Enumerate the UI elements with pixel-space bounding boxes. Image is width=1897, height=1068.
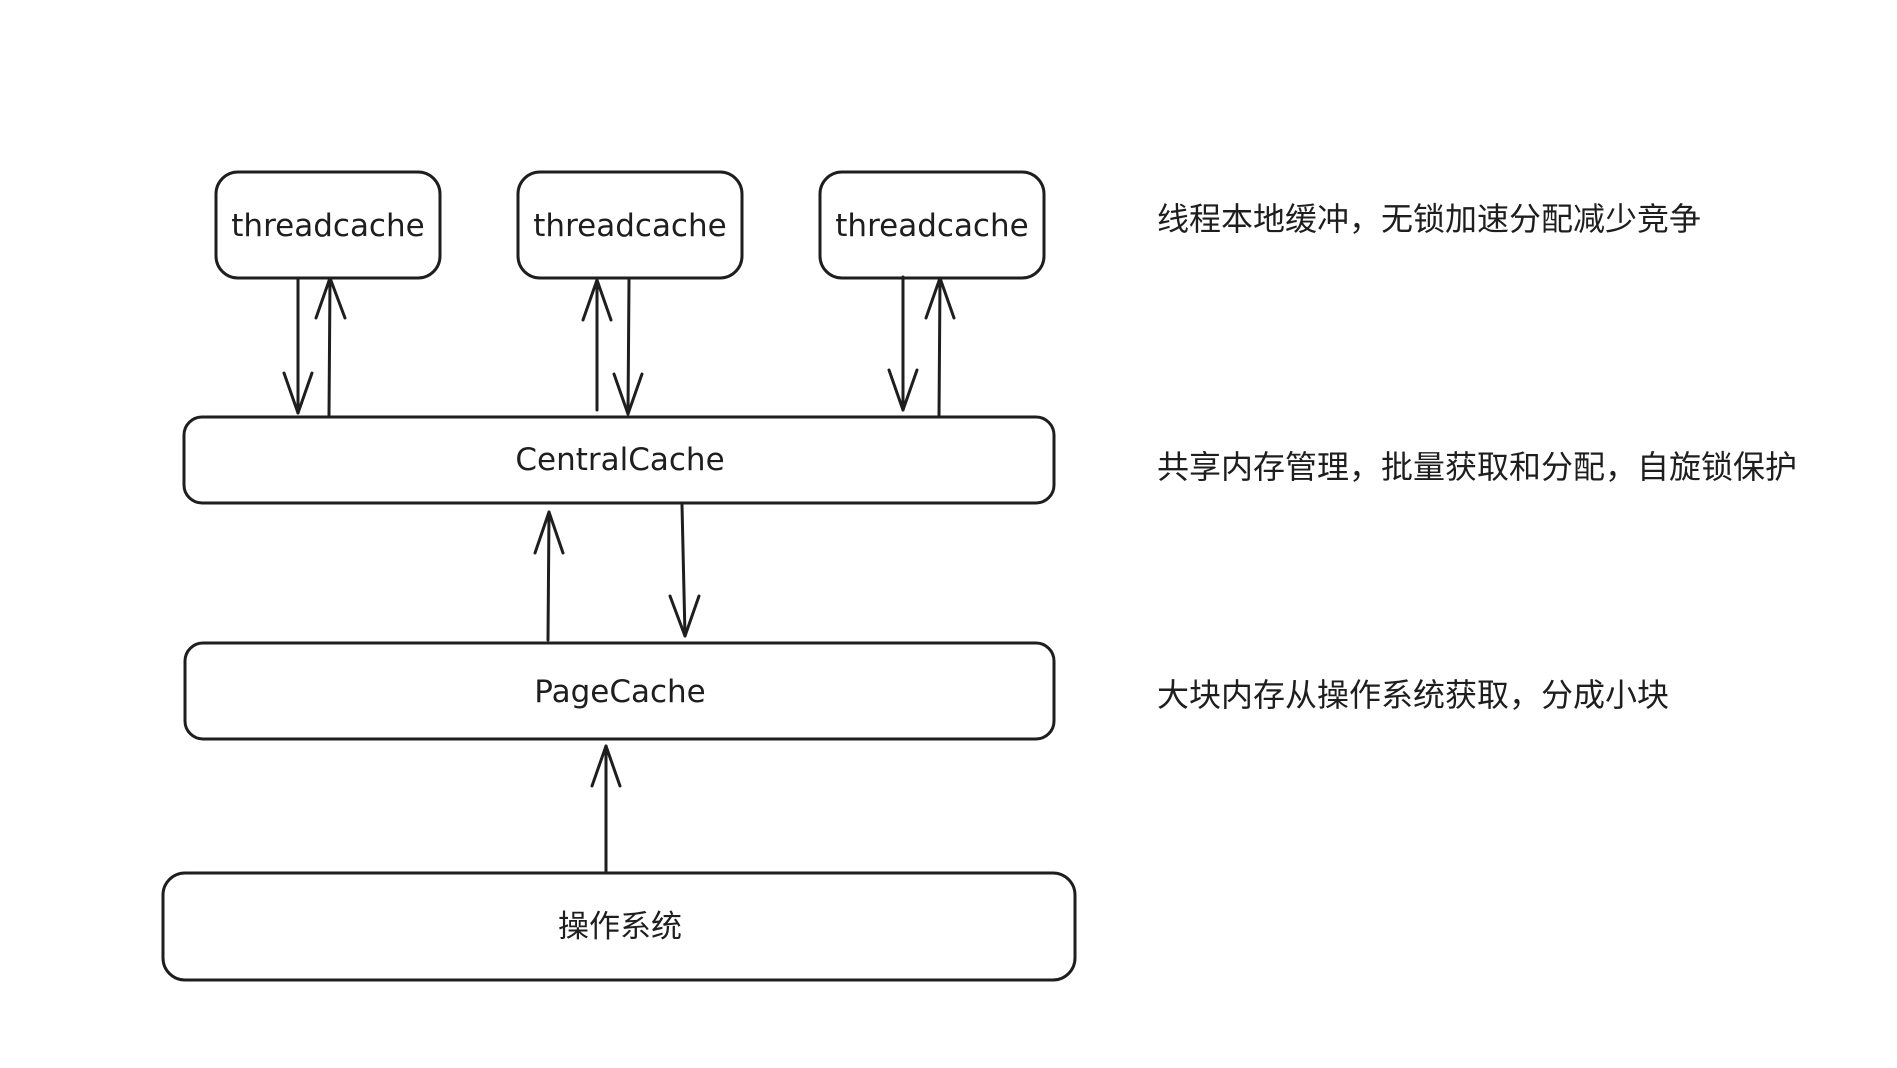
node-central-cache-box	[182, 415, 1056, 505]
node-central-cache: CentralCache	[182, 415, 1056, 505]
node-os: 操作系统	[161, 871, 1077, 982]
edge-page-to-central	[533, 510, 565, 642]
node-threadcache-3-label: threadcache	[835, 208, 1028, 244]
node-threadcache-2-label: threadcache	[533, 208, 726, 244]
node-threadcache-2: threadcache	[516, 170, 744, 280]
edge-threadcache-1-to-central	[282, 278, 314, 415]
node-threadcache-2-box	[516, 170, 744, 280]
node-central-cache-label: CentralCache	[515, 442, 724, 478]
edge-threadcache-2-to-central	[612, 278, 644, 416]
node-threadcache-1: threadcache	[214, 170, 442, 280]
edge-central-to-threadcache-3	[924, 276, 956, 419]
node-os-box	[161, 871, 1077, 982]
annotation-thread-layer: 线程本地缓冲，无锁加速分配减少竞争	[1157, 200, 1701, 238]
node-threadcache-1-label: threadcache	[231, 208, 424, 244]
edge-central-to-page	[668, 503, 701, 638]
edge-central-to-threadcache-1	[314, 276, 347, 417]
node-threadcache-1-box	[214, 170, 442, 280]
annotation-central-layer: 共享内存管理，批量获取和分配，自旋锁保护	[1157, 448, 1797, 486]
node-threadcache-3: threadcache	[818, 170, 1046, 280]
node-os-label: 操作系统	[558, 909, 682, 945]
node-page-cache-label: PageCache	[534, 674, 705, 710]
edge-os-to-page	[590, 744, 622, 873]
node-page-cache: PageCache	[183, 641, 1056, 741]
edge-threadcache-3-to-central	[887, 275, 919, 412]
edge-central-to-threadcache-2	[581, 278, 613, 412]
annotation-page-layer: 大块内存从操作系统获取，分成小块	[1157, 676, 1669, 714]
node-threadcache-3-box	[818, 170, 1046, 280]
node-page-cache-box	[183, 641, 1056, 741]
